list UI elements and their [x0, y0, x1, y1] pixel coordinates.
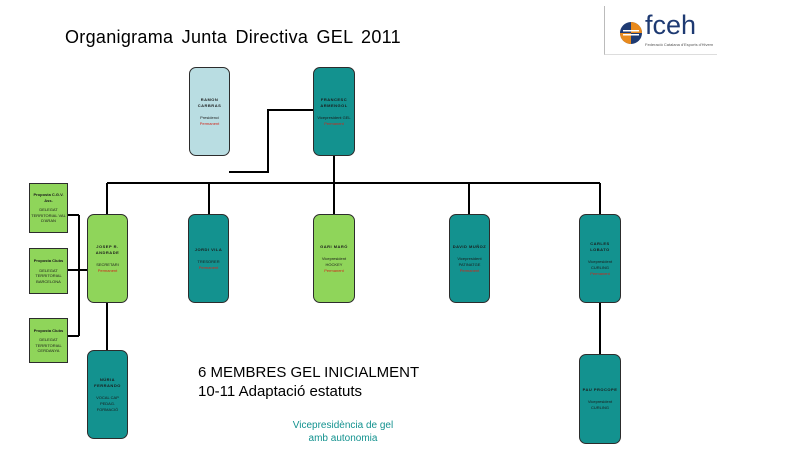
statement-line-1: 6 MEMBRES GEL INICIALMENT [198, 364, 420, 381]
node-david: DAVID MUÑOZ Vicepresident PATINATGE Perm… [449, 214, 490, 303]
node-carles: CARLES LOBATO Vicepresident CURLING Perm… [579, 214, 621, 303]
page-title: Organigrama Junta Directiva GEL 2011 [65, 27, 401, 47]
side-box-barcelona: Proposta Clubs DELEGAT TERRITORIAL BARCE… [29, 248, 68, 294]
fceh-emblem-icon [620, 22, 642, 44]
node-josep: JOSEP R. ANDRADE SECRETARI Permanent [87, 214, 128, 303]
side-box-cerdanya: Proposta Clubs DELEGAT TERRITORIAL CERDA… [29, 318, 68, 363]
node-francesc: FRANCESC ARMENGOL Vicepresident GEL Perm… [313, 67, 355, 156]
statement-line-2: 10-11 Adaptació estatuts [198, 383, 363, 400]
connector-ramon-francesc [229, 109, 313, 173]
fceh-logo: fceh Federació Catalana d'Esports d'Hive… [604, 6, 717, 55]
logo-subtitle: Federació Catalana d'Esports d'Hivern [645, 42, 714, 47]
node-pau: PAU PROCOPE Vicepresident CURLING [579, 354, 621, 444]
side-box-val-aran: Proposta C.G.V. Ass. DELEGAT TERRITORIAL… [29, 183, 68, 233]
node-ramon: RAMON CARBRAS Presidenci Permanent [189, 67, 230, 156]
vice-note: Vicepresidència de gel amb autonomia [292, 420, 394, 444]
node-nuria: NÚRIA FERRANDO VOCAL CAP PEDAG. FORMACIÓ [87, 350, 128, 439]
node-jordi: JORDI VILA TRESORER Permanent [188, 214, 229, 303]
logo-wordmark: fceh [645, 10, 697, 40]
node-gari: GARI MARÓ Vicepresident HOCKEY Permanent [313, 214, 355, 303]
